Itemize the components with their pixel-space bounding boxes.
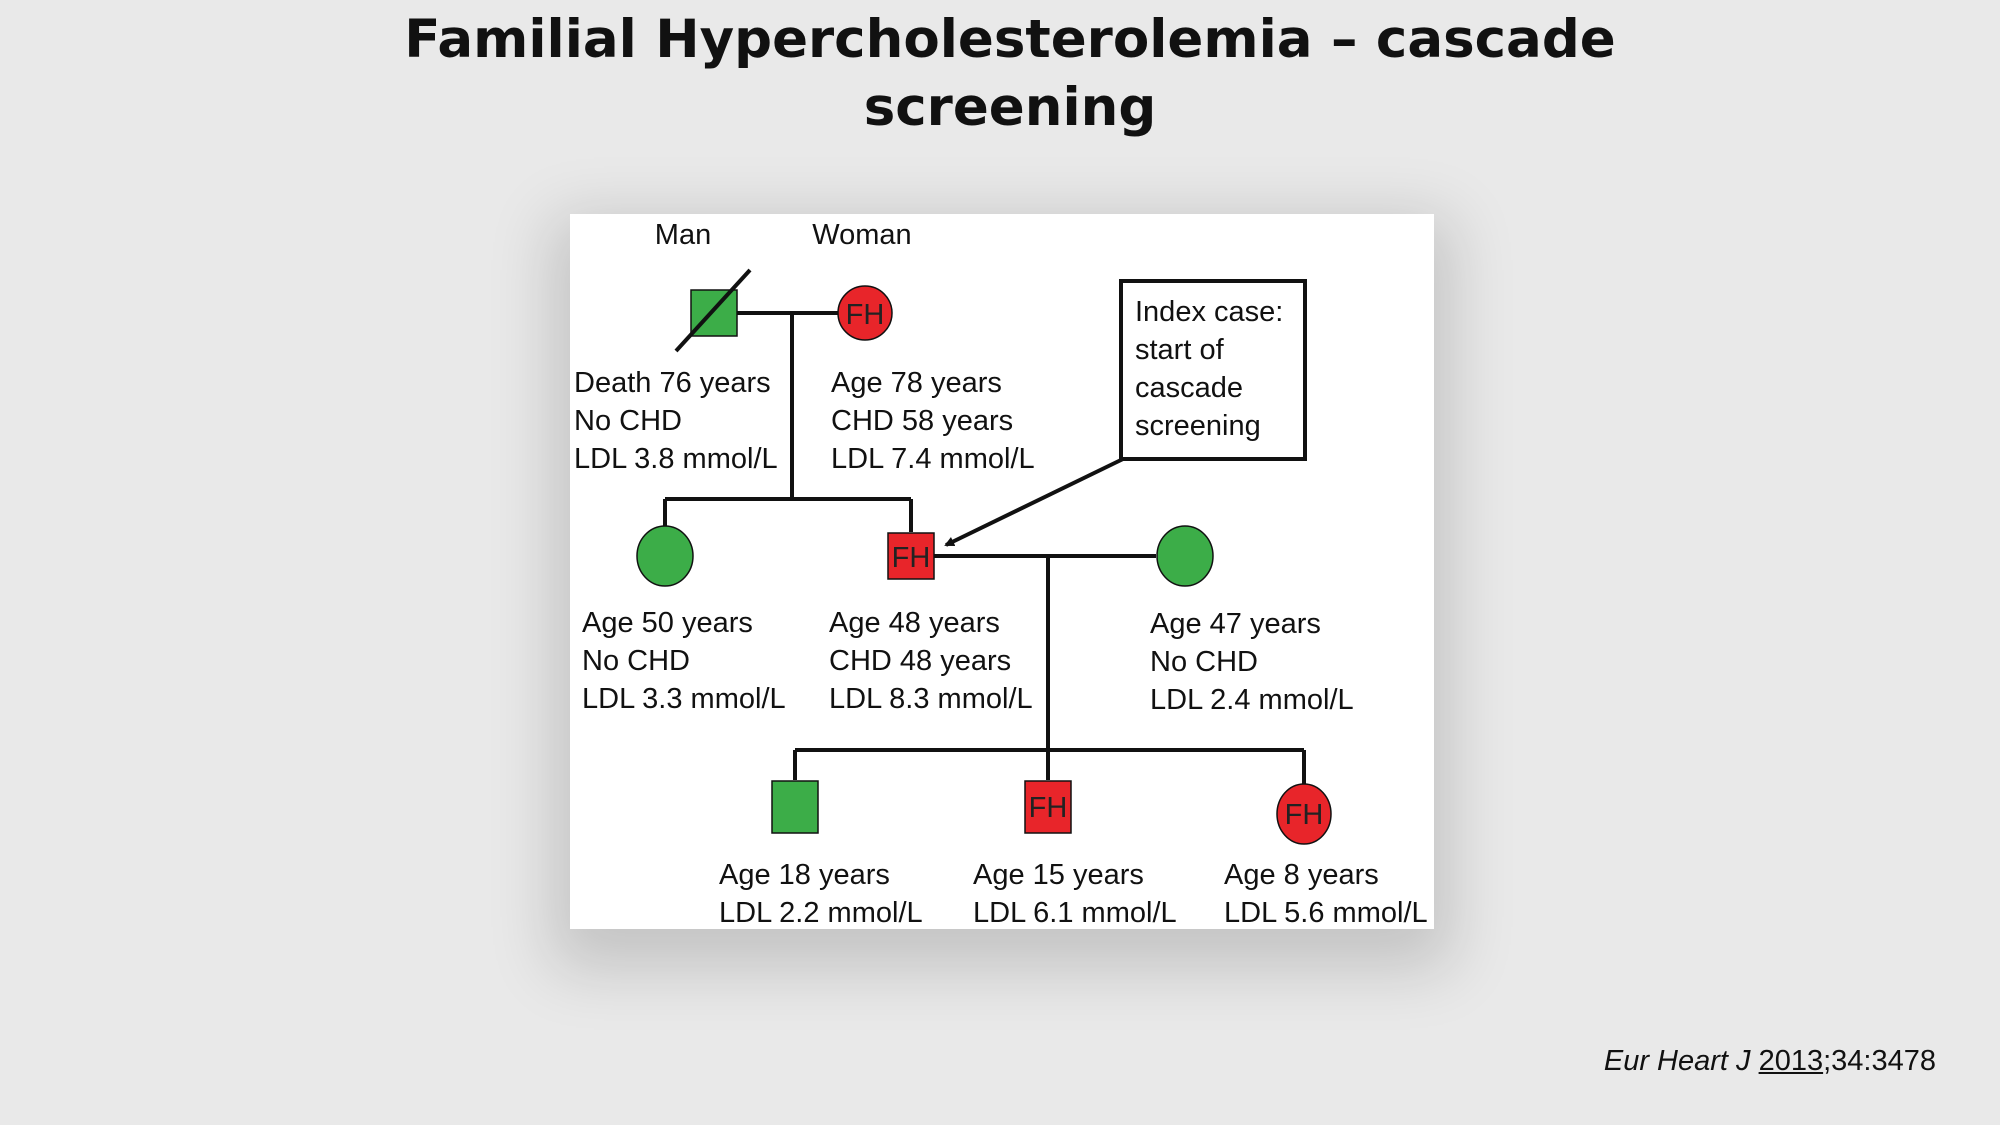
index-case-label: Index case: start of cascade screening xyxy=(1135,296,1291,442)
index-case-box xyxy=(1119,279,1307,461)
fh-marker: FH xyxy=(846,299,885,331)
title-line-2: screening xyxy=(863,77,1157,138)
citation-journal: Eur Heart J xyxy=(1603,1045,1751,1077)
spouse-info: Age 47 years No CHD LDL 2.4 mmol/L xyxy=(1150,608,1354,716)
header-man: Man xyxy=(655,219,711,251)
deceased-slash xyxy=(674,268,752,353)
grandmother-symbol xyxy=(837,285,893,341)
son-15-info: Age 15 years LDL 6.1 mmol/L xyxy=(973,859,1177,929)
index-arrow xyxy=(944,457,1124,547)
grandmother-info: Age 78 years CHD 58 years LDL 7.4 mmol/L xyxy=(831,367,1035,475)
gen2-connectors xyxy=(793,554,1306,786)
pedigree-diagram: Man Woman FH Death 76 years No CHD LDL 3… xyxy=(574,219,1428,929)
fh-marker: FH xyxy=(892,542,931,574)
spouse-symbol xyxy=(1156,525,1214,587)
pedigree-figure: Man Woman FH Death 76 years No CHD LDL 3… xyxy=(570,214,1434,929)
fh-marker: FH xyxy=(1285,799,1324,831)
sister-symbol xyxy=(636,525,694,587)
daughter-symbol xyxy=(1276,783,1332,845)
citation-year-link[interactable]: 2013 xyxy=(1758,1045,1824,1077)
grandfather-info: Death 76 years No CHD LDL 3.8 mmol/L xyxy=(574,367,779,475)
daughter-info: Age 8 years LDL 5.6 mmol/L xyxy=(1224,859,1428,929)
header-woman: Woman xyxy=(812,219,911,251)
son-18-info: Age 18 years LDL 2.2 mmol/L xyxy=(719,859,923,929)
slide-title: Familial Hypercholesterolemia – cascade … xyxy=(300,6,1720,142)
title-line-1: Familial Hypercholesterolemia – cascade xyxy=(404,9,1616,70)
sister-info: Age 50 years No CHD LDL 3.3 mmol/L xyxy=(582,607,786,715)
citation-volume: ;34:3478 xyxy=(1823,1045,1936,1077)
index-case-symbol xyxy=(887,532,935,580)
fh-marker: FH xyxy=(1029,792,1068,824)
index-case-info: Age 48 years CHD 48 years LDL 8.3 mmol/L xyxy=(829,607,1033,715)
gen1-connectors xyxy=(663,311,913,532)
son-15-symbol xyxy=(1024,780,1072,834)
citation: Eur Heart J 2013;34:3478 xyxy=(1604,1045,1936,1078)
son-18-symbol xyxy=(771,780,819,834)
